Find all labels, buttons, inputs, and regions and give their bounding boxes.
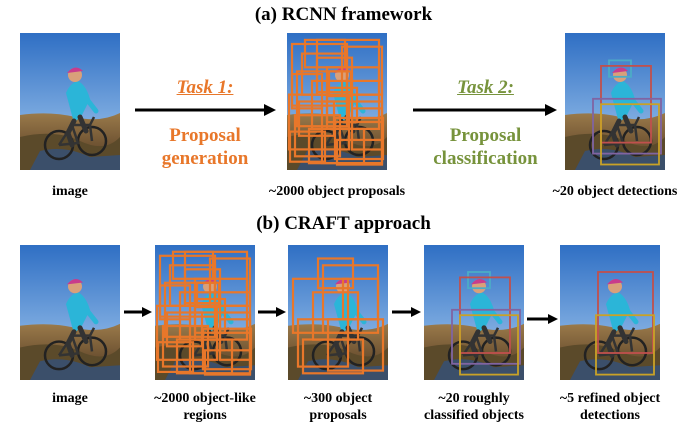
caption-b-line2: classified objects [424, 408, 524, 423]
bounding-box [218, 318, 252, 361]
bounding-box [451, 308, 521, 365]
caption-b-line1: ~5 refined object [559, 391, 661, 406]
caption-proposals: ~2000 object proposals [268, 184, 406, 199]
caption-b-line1: image [52, 391, 88, 406]
photo [424, 245, 524, 380]
bounding-box [335, 138, 384, 166]
bounding-box [301, 338, 365, 375]
bounding-box-overlay [592, 59, 662, 166]
bounding-box [325, 86, 359, 124]
bounding-box [326, 318, 385, 372]
bounding-box [165, 311, 204, 348]
caption-b-line2: proposals [309, 408, 367, 423]
task2-line1: Proposal [449, 125, 522, 146]
caption-image: image [52, 184, 88, 199]
bounding-box [316, 257, 355, 290]
bounding-box [341, 277, 380, 321]
task1-title: Task 1: [176, 77, 234, 98]
bounding-box [297, 100, 336, 137]
arrow-icon [258, 307, 286, 317]
bounding-box [459, 314, 519, 376]
caption-b-line2: detections [580, 408, 640, 423]
bounding-box-overlay [287, 38, 385, 166]
bounding-box-overlay [291, 257, 385, 375]
section-b-title: (b) CRAFT approach [256, 213, 431, 234]
bounding-box [201, 327, 253, 371]
bounding-box [321, 264, 380, 334]
bounding-box [327, 70, 353, 98]
bounding-box-overlay [451, 271, 521, 376]
bounding-box [350, 107, 384, 151]
bounding-box [213, 291, 252, 334]
caption-b-line1: ~300 object [303, 391, 373, 406]
arrow-icon [135, 104, 276, 116]
photo [20, 33, 120, 170]
bounding-box [303, 38, 347, 69]
bounding-box [171, 250, 215, 280]
bounding-box-overlay [595, 271, 655, 376]
arrow-icon [392, 307, 421, 317]
bounding-box [333, 116, 385, 161]
bounding-box [293, 114, 342, 158]
bounding-box-overlay [155, 250, 253, 376]
task2-line2: classification [433, 148, 538, 169]
arrow-icon [124, 307, 152, 317]
bounding-box [156, 341, 195, 373]
caption-detections: ~20 object detections [552, 184, 678, 199]
bounding-box [467, 271, 491, 290]
bounding-box [600, 103, 660, 166]
caption-b-line1: ~20 roughly [438, 391, 510, 406]
photo [288, 245, 388, 380]
bounding-box [195, 281, 221, 309]
bounding-box [592, 97, 662, 155]
task2-title: Task 2: [457, 77, 514, 98]
bounding-box [288, 130, 327, 163]
photo [20, 245, 120, 380]
photo [155, 245, 255, 380]
bounding-box [193, 297, 227, 334]
bounding-box [595, 314, 655, 376]
photo [560, 245, 660, 380]
caption-b-line2: regions [183, 408, 227, 423]
photo [287, 33, 387, 170]
bounding-box [203, 349, 252, 376]
bounding-box [345, 79, 384, 124]
arrow-icon [527, 314, 558, 324]
bounding-box [161, 324, 210, 368]
task1-line2: generation [161, 148, 249, 169]
caption-b-line1: ~2000 object-like [154, 391, 256, 406]
arrow-icon [413, 104, 557, 116]
bounding-box [608, 59, 632, 78]
bounding-box [296, 318, 350, 368]
section-a-title: (a) RCNN framework [254, 4, 433, 25]
bounding-box [291, 277, 350, 334]
bounding-box [597, 271, 654, 354]
photo [565, 33, 665, 170]
task1-line1: Proposal [169, 125, 241, 146]
